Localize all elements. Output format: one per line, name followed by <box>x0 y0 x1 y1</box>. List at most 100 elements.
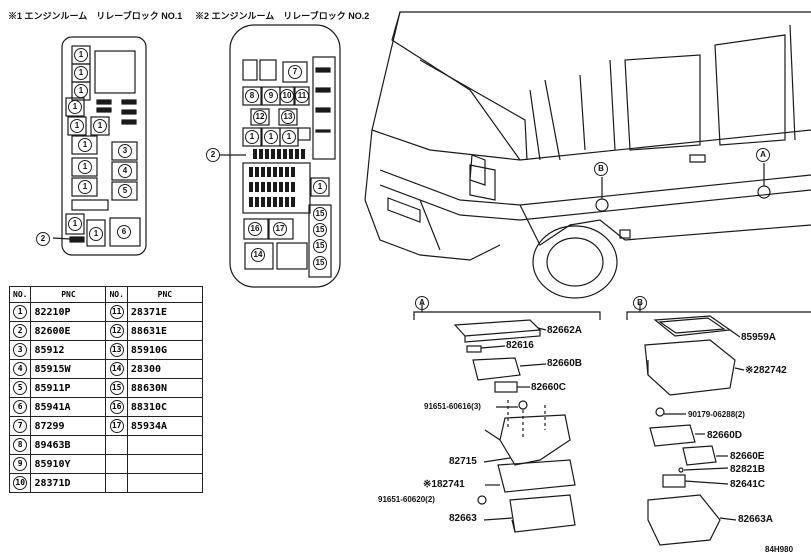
pnc-cell: 28300 <box>126 359 203 379</box>
part-label: ※182741 <box>423 479 465 490</box>
van-marker-a: A <box>756 148 770 162</box>
block1-relay-label: 1 <box>78 160 92 174</box>
block2-relay-label: 15 <box>313 256 327 270</box>
block1-relay-label: 1 <box>70 119 84 133</box>
col-no-header: NO. <box>8 286 32 303</box>
relay-block-2-title: ※2 エンジンルーム リレーブロック NO.2 <box>195 11 370 21</box>
part-label: ※282742 <box>745 365 787 376</box>
empty-cell <box>126 435 203 455</box>
pnc-cell: 85941A <box>30 397 107 417</box>
relay-block-1-title: ※1 エンジンルーム リレーブロック NO.1 <box>8 11 183 21</box>
part-label: 82715 <box>449 456 477 467</box>
block1-relay-label: 1 <box>74 48 88 62</box>
table-row: 10 28371D <box>8 473 203 493</box>
pnc-cell: 85911P <box>30 378 107 398</box>
row-number: 8 <box>13 438 28 452</box>
part-label: 82641C <box>730 479 766 490</box>
part-label: 82663A <box>738 514 774 525</box>
block1-relay-label: 5 <box>118 184 132 198</box>
row-number: 15 <box>109 381 124 395</box>
part-label: 82663 <box>449 513 477 524</box>
row-number: 9 <box>13 457 28 471</box>
pnc-cell: 85912 <box>30 340 107 360</box>
empty-cell <box>126 454 203 474</box>
block2-relay-label: 14 <box>251 248 265 262</box>
pnc-table: NO. PNC NO. PNC 1 82210P 11 28371E 2 826… <box>8 286 203 493</box>
table-row: 2 82600E 12 88631E <box>8 321 203 341</box>
row-number: 12 <box>109 324 124 338</box>
col-no-header: NO. <box>105 286 128 303</box>
block1-relay-label: 1 <box>68 217 82 231</box>
block1-relay-label: 6 <box>117 225 131 239</box>
block2-callout: 2 <box>206 148 220 162</box>
table-row: 1 82210P 11 28371E <box>8 302 203 322</box>
row-number: 1 <box>13 305 28 319</box>
row-number: 17 <box>109 419 124 433</box>
part-label: 82662A <box>547 325 583 336</box>
block1-relay-label: 1 <box>68 100 82 114</box>
block2-relay-label: 1 <box>245 130 259 144</box>
block1-relay-label: 1 <box>89 227 103 241</box>
row-number: 7 <box>13 419 28 433</box>
row-number: 4 <box>13 362 28 376</box>
block2-relay-label: 13 <box>281 110 295 124</box>
pnc-cell: 85910Y <box>30 454 107 474</box>
empty-cell <box>105 435 128 455</box>
section-a-tag: A <box>415 296 429 310</box>
block2-relay-label: 11 <box>295 89 309 103</box>
pnc-cell: 85915W <box>30 359 107 379</box>
row-number: 6 <box>13 400 28 414</box>
part-label: 82616 <box>506 340 534 351</box>
row-number: 5 <box>13 381 28 395</box>
block2-relay-label: 15 <box>313 207 327 221</box>
table-row: 5 85911P 15 88630N <box>8 378 203 398</box>
relay-block-2-outline <box>219 24 341 288</box>
pnc-cell: 87299 <box>30 416 107 436</box>
col-pnc-header: PNC <box>126 286 203 303</box>
block2-relay-label: 12 <box>253 110 267 124</box>
block1-relay-label: 1 <box>93 119 107 133</box>
empty-cell <box>105 454 128 474</box>
block2-relay-label: 10 <box>280 89 294 103</box>
row-number: 13 <box>109 343 124 357</box>
section-b-tag: B <box>633 296 647 310</box>
section-a-frame <box>413 303 601 533</box>
row-number: 11 <box>109 305 124 319</box>
block1-relay-label: 3 <box>118 144 132 158</box>
pnc-cell: 28371D <box>30 473 107 493</box>
part-label: 91651-60616(3) <box>424 402 481 411</box>
table-row: 3 85912 13 85910G <box>8 340 203 360</box>
block1-callout: 2 <box>36 232 50 246</box>
table-row: 9 85910Y <box>8 454 203 474</box>
block2-relay-label: 8 <box>245 89 259 103</box>
block2-relay-label: 16 <box>248 222 262 236</box>
pnc-cell: 28371E <box>126 302 203 322</box>
part-label: 82821B <box>730 464 766 475</box>
block2-relay-label: 1 <box>313 180 327 194</box>
block2-relay-label: 9 <box>264 89 278 103</box>
block2-relay-label: 17 <box>273 222 287 236</box>
block2-relay-label: 1 <box>282 130 296 144</box>
block1-relay-label: 4 <box>118 164 132 178</box>
row-number: 14 <box>109 362 124 376</box>
block2-relay-label: 1 <box>264 130 278 144</box>
table-row: 8 89463B <box>8 435 203 455</box>
pnc-cell: 88631E <box>126 321 203 341</box>
table-row: 6 85941A 16 88310C <box>8 397 203 417</box>
part-label: 82660D <box>707 430 743 441</box>
van-marker-b: B <box>594 162 608 176</box>
pnc-cell: 85910G <box>126 340 203 360</box>
col-pnc-header: PNC <box>30 286 107 303</box>
empty-cell <box>105 473 128 493</box>
block2-relay-label: 15 <box>313 223 327 237</box>
block2-relay-label: 7 <box>288 65 302 79</box>
figure-code: 84H980 <box>765 545 794 554</box>
relay-block-1-outline <box>52 36 147 256</box>
part-label: 82660E <box>730 451 765 462</box>
part-label: 82660B <box>547 358 583 369</box>
part-label: 85959A <box>741 332 777 343</box>
pnc-cell: 89463B <box>30 435 107 455</box>
row-number: 10 <box>13 476 28 490</box>
